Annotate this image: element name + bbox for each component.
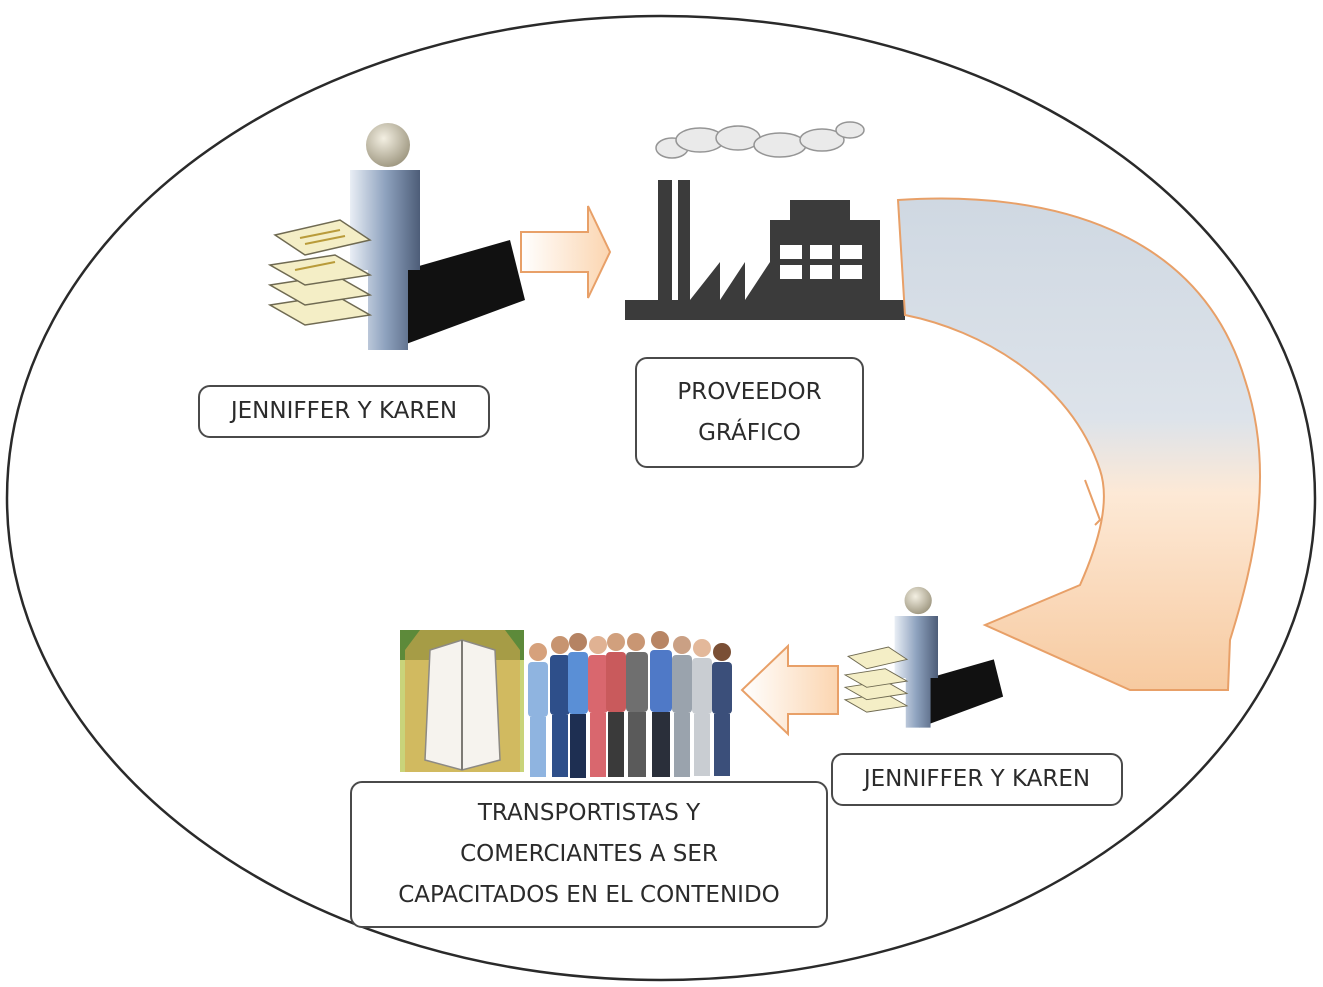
supplier-label: PROVEEDOR GRÁFICO [635,357,864,468]
factory-icon [625,121,905,320]
audience-label-line-2: COMERCIANTES A SER [460,841,718,867]
author-label-top-text: JENNIFFER Y KAREN [230,398,458,424]
arrow-to-audience [740,643,839,737]
person-with-documents-icon [267,123,525,350]
booklet-image [400,630,524,772]
arrow-to-supplier [520,205,612,299]
supplier-label-line-1: PROVEEDOR [677,378,822,405]
author-label-top: JENNIFFER Y KAREN [198,385,490,438]
author-label-bottom: JENNIFFER Y KAREN [831,753,1123,806]
audience-label-line-3: CAPACITADOS EN EL CONTENIDO [398,882,780,908]
audience-label-line-1: TRANSPORTISTAS Y [477,800,701,826]
supplier-label-line-2: GRÁFICO [698,419,801,446]
curved-arrow-to-author [896,197,1262,691]
person-with-documents-icon [843,586,1004,728]
author-label-bottom-text: JENNIFFER Y KAREN [863,766,1091,792]
audience-label: TRANSPORTISTAS Y COMERCIANTES A SER CAPA… [350,781,828,928]
group-of-people-icon [528,631,732,778]
outer-ellipse [5,14,1317,982]
